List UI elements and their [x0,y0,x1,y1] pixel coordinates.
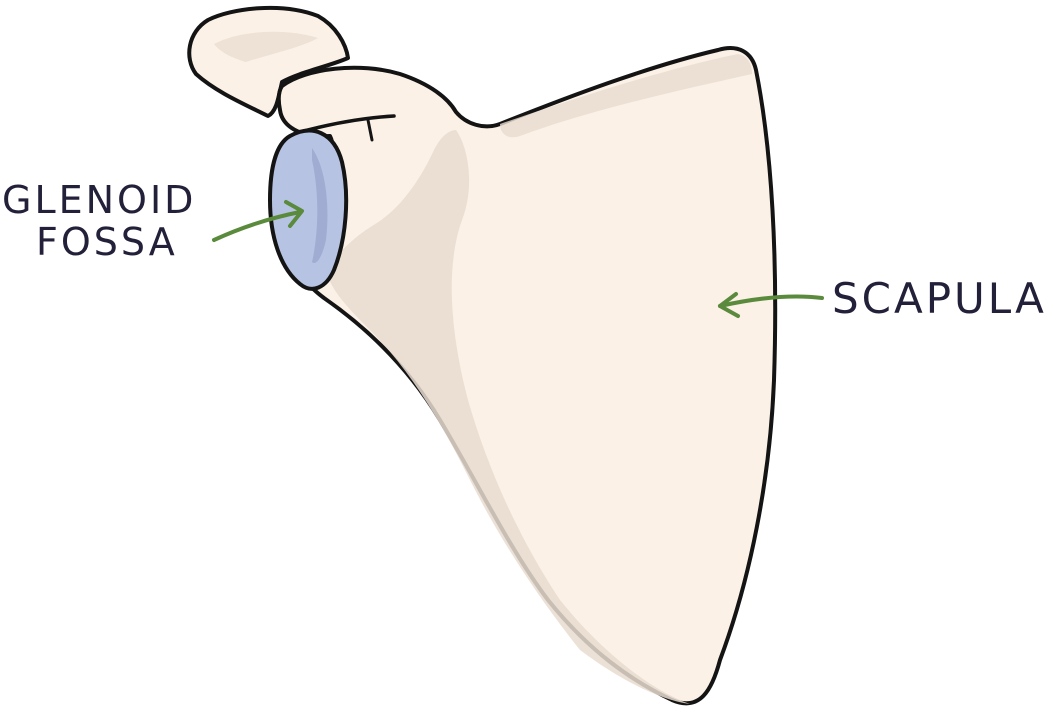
scapula-body [276,46,778,706]
scapula-arrow-head [718,292,740,318]
acromion [187,5,350,118]
glenoid-arrow-shaft [212,210,302,242]
coracoid-tick [366,118,374,142]
rim-shade [500,54,752,138]
body-shade [326,130,690,704]
glenoid-fossa-label: GLENOID FOSSA [2,178,197,264]
scapula-arrow-shaft [718,294,824,308]
acromion-shade [214,31,318,62]
glenoid-fossa [268,128,349,291]
scapula-label: SCAPULA [832,274,1046,323]
glenoid-arrow-head [284,200,304,228]
glenoid-label-line2: FOSSA [36,219,178,264]
glenoid-label-line1: GLENOID [2,178,197,222]
glenoid-highlight [312,148,328,264]
